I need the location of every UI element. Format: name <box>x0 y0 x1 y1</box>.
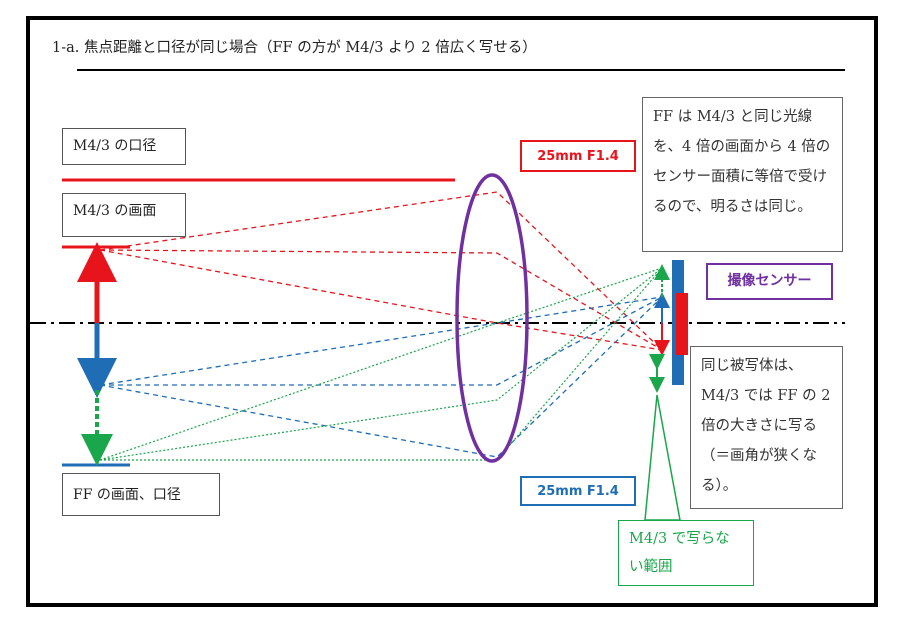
lens <box>455 173 529 463</box>
brightness-note: FF は M4/3 と同じ光線を、4 倍の画面から 4 倍のセンサー面積に等倍で… <box>642 97 843 252</box>
blue-rays <box>99 296 663 458</box>
page-title: 1-a. 焦点距離と口径が同じ場合（FF の方が M4/3 より 2 倍広く写せ… <box>52 40 537 56</box>
outer-frame <box>26 16 878 607</box>
lens-label-blue: 25mm F1.4 <box>520 476 636 506</box>
m43-frame-label: M4/3 の画面 <box>62 193 186 237</box>
red-rays <box>99 191 663 351</box>
callout-pointer <box>644 394 681 521</box>
sensor-label: 撮像センサー <box>706 263 833 300</box>
m43-aperture-label: M4/3 の口径 <box>62 128 186 165</box>
size-note: 同じ被写体は、M4/3 では FF の 2 倍の大きさに写る（＝画角が狭くなる）… <box>690 346 843 509</box>
lens-label-red: 25mm F1.4 <box>520 140 636 172</box>
ff-frame-label: FF の画面、口径 <box>62 473 220 516</box>
m43-sensor <box>676 293 688 355</box>
outside-range-note: M4/3 で写らない範囲 <box>618 520 754 586</box>
green-rays <box>99 267 663 461</box>
